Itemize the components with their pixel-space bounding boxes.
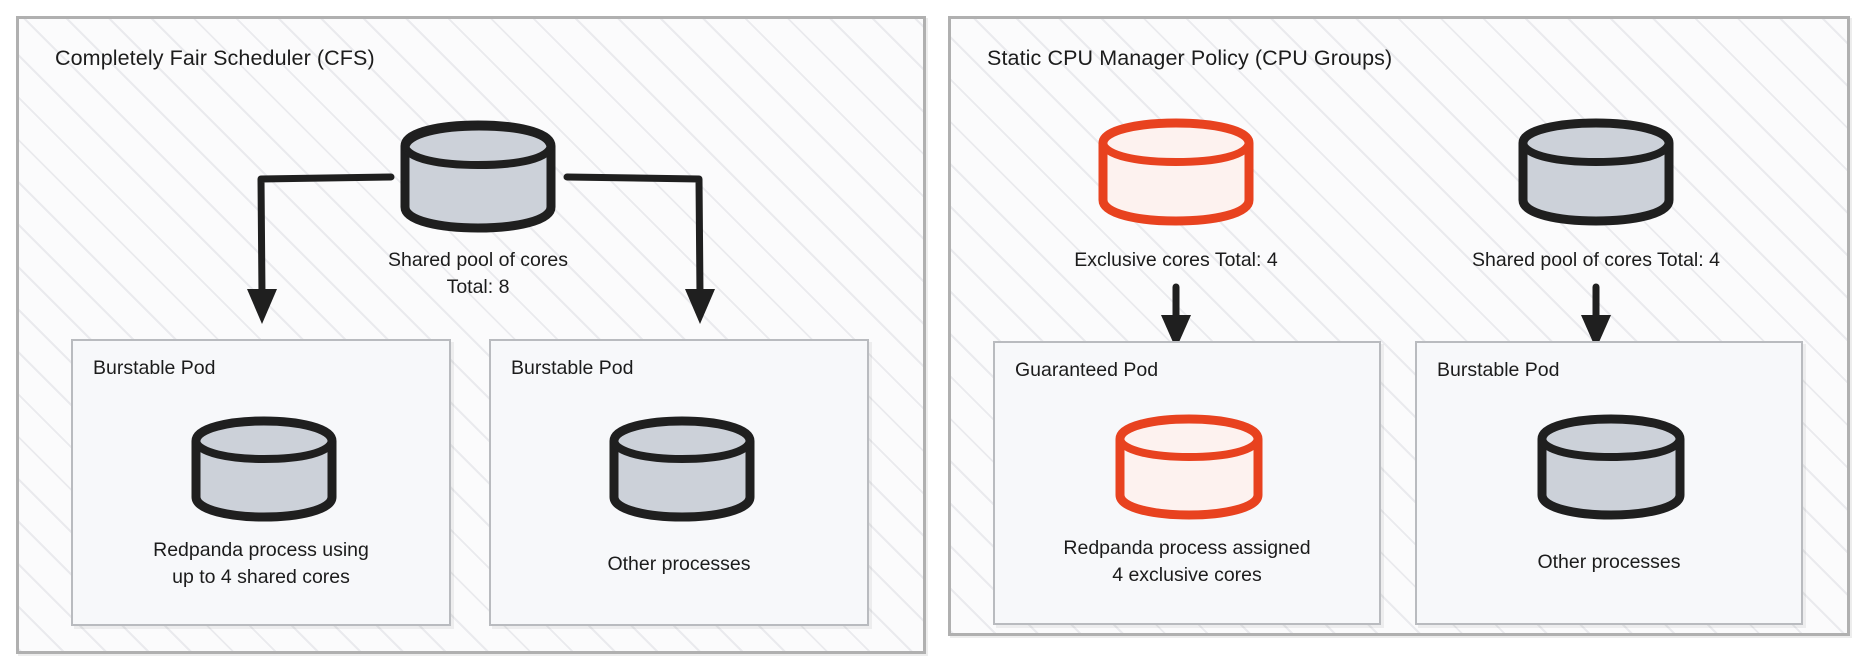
pod-caption-guaranteed: Redpanda process assigned 4 exclusive co… [1063,537,1311,586]
cylinder-other-processes-cfs [603,415,761,528]
pod-title-burstable-static: Burstable Pod [1437,359,1560,381]
cylinder-redpanda-shared [185,415,343,528]
cylinder-exclusive-cores [1091,117,1261,232]
pod-title-burstable-right-cfs: Burstable Pod [511,357,634,379]
pod-guaranteed-static: Guaranteed Pod Redpanda process assigned… [993,341,1381,625]
pod-burstable-right-cfs: Burstable Pod Other processes [489,339,869,626]
cylinder-shared-pool-static [1511,117,1681,232]
pod-caption-burstable-right-cfs: Other processes [607,553,751,575]
caption-exclusive-cores: Exclusive cores Total: 4 [1074,249,1278,271]
panel-completely-fair-scheduler: Completely Fair Scheduler (CFS) Shared p… [16,16,926,654]
connector-arrow-exclusive [1161,283,1191,349]
pod-caption-burstable-static: Other processes [1537,551,1681,573]
panel-title-cfs: Completely Fair Scheduler (CFS) [55,46,375,70]
pod-burstable-static: Burstable Pod Other processes [1415,341,1803,625]
pod-caption-burstable-left-cfs: Redpanda process using up to 4 shared co… [153,539,369,588]
caption-shared-pool-cfs: Shared pool of cores Total: 8 [388,249,568,298]
pod-title-guaranteed: Guaranteed Pod [1015,359,1159,381]
cylinder-redpanda-exclusive [1109,413,1269,526]
cylinder-other-processes-static [1531,413,1691,526]
cylinder-shared-pool-cfs [393,119,563,239]
connector-arrow-shared [1581,283,1611,349]
panel-static-cpu-manager-policy: Static CPU Manager Policy (CPU Groups) E… [948,16,1850,636]
panel-title-static: Static CPU Manager Policy (CPU Groups) [987,46,1393,70]
pod-burstable-left-cfs: Burstable Pod Redpanda process using up … [71,339,451,626]
caption-shared-pool-static: Shared pool of cores Total: 4 [1472,249,1720,271]
pod-title-burstable-left-cfs: Burstable Pod [93,357,216,379]
